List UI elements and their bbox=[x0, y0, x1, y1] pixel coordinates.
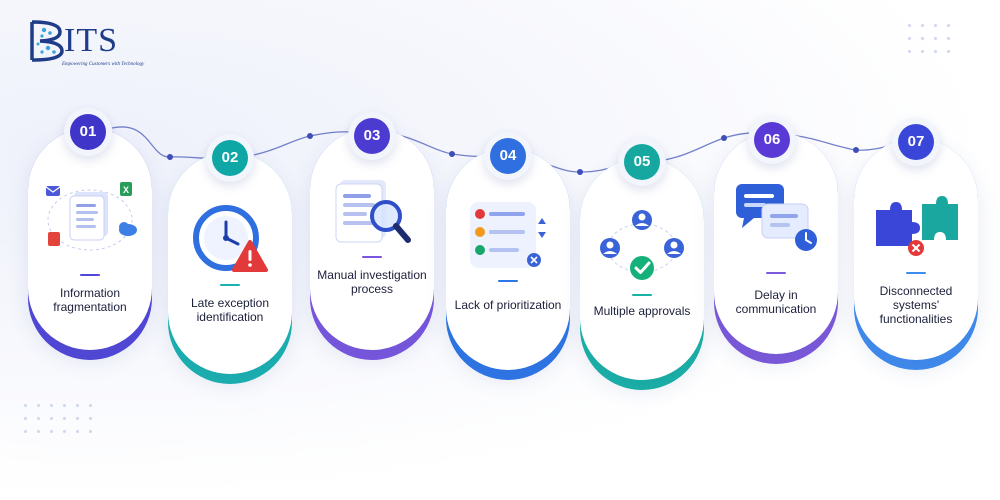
step-badge-1: 01 bbox=[64, 108, 112, 156]
svg-text:X: X bbox=[123, 185, 129, 195]
step-label: Late exception identification bbox=[190, 296, 270, 324]
step-number: 07 bbox=[898, 124, 934, 160]
step-label: Information fragmentation bbox=[53, 286, 127, 314]
step-number: 04 bbox=[490, 138, 526, 174]
step-card-2: Late exception identification bbox=[168, 152, 292, 384]
step-badge-2: 02 bbox=[206, 134, 254, 182]
step-number: 03 bbox=[354, 118, 390, 154]
clock-warning-icon bbox=[193, 205, 268, 272]
step-number: 02 bbox=[212, 140, 248, 176]
step-label: Lack of prioritization bbox=[454, 298, 562, 312]
step-number: 05 bbox=[624, 144, 660, 180]
company-logo: ITS Empowering Customers with Technology bbox=[26, 16, 176, 76]
step-card-6: Delay in communication bbox=[714, 132, 838, 364]
step-card-3: Manual investigation process bbox=[310, 128, 434, 360]
step-badge-6: 06 bbox=[748, 116, 796, 164]
step-badge-4: 04 bbox=[484, 132, 532, 180]
dot-grid-top-right bbox=[908, 24, 950, 53]
step-label: Delay in communication bbox=[735, 288, 817, 316]
logo-wordmark: ITS bbox=[64, 22, 118, 59]
step-badge-3: 03 bbox=[348, 112, 396, 160]
documents-sharing-icon: X bbox=[45, 182, 137, 251]
step-number: 01 bbox=[70, 114, 106, 150]
priority-list-icon bbox=[470, 202, 546, 268]
step-label: Multiple approvals bbox=[593, 304, 691, 318]
step-card-7: Disconnected systems' functionalities bbox=[854, 138, 978, 370]
step-badge-7: 07 bbox=[892, 118, 940, 166]
approval-network-icon bbox=[600, 210, 684, 280]
card-divider bbox=[80, 274, 100, 276]
step-card-5: Multiple approvals bbox=[580, 158, 704, 390]
step-card-4: Lack of prioritization bbox=[446, 148, 570, 380]
puzzle-disconnect-icon bbox=[876, 196, 958, 256]
step-card-1: X Information fragmentation bbox=[28, 128, 152, 360]
logo-tagline: Empowering Customers with Technology bbox=[62, 62, 145, 67]
document-magnifier-icon bbox=[335, 180, 411, 243]
step-badge-5: 05 bbox=[618, 138, 666, 186]
step-label: Manual investigation process bbox=[317, 268, 427, 296]
step-label: Disconnected systems' functionalities bbox=[879, 284, 953, 326]
logo-mark-icon bbox=[30, 20, 64, 62]
step-number: 06 bbox=[754, 122, 790, 158]
chat-clock-icon bbox=[736, 184, 817, 251]
dot-grid-bottom-left bbox=[24, 404, 92, 433]
